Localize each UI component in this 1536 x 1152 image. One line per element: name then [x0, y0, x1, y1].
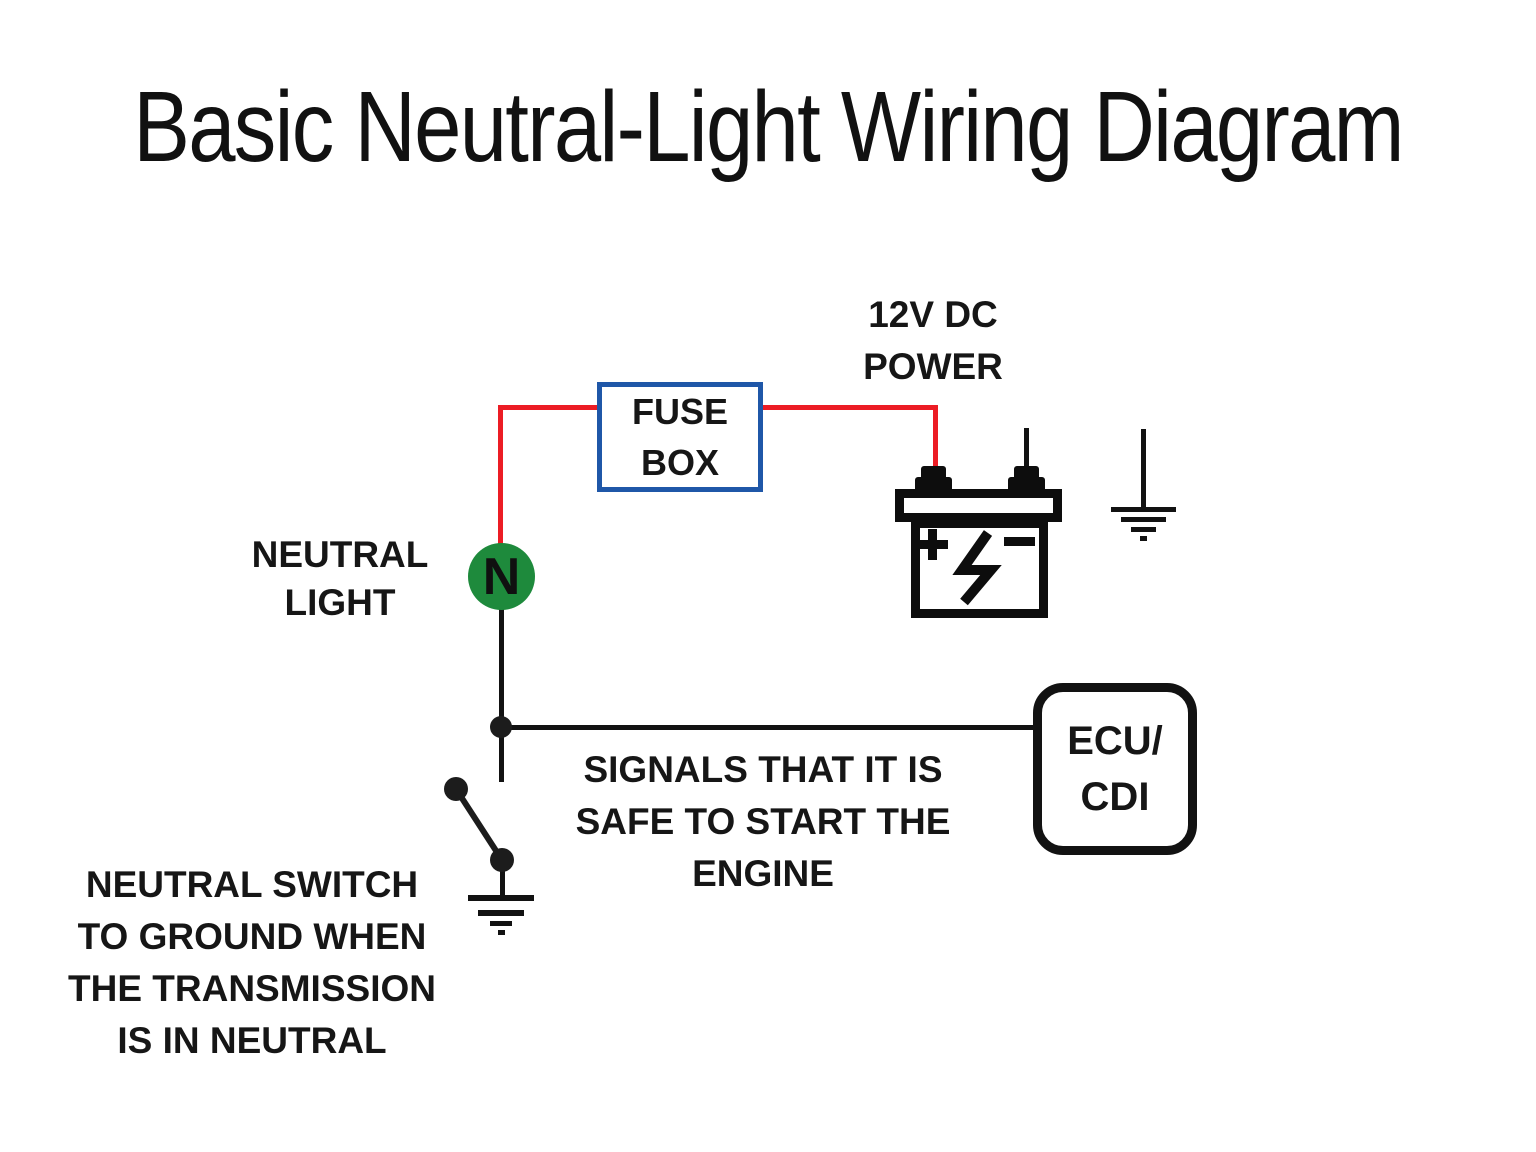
ground-bar: [1131, 527, 1156, 532]
neutral-switch-note-line3: THE TRANSMISSION: [68, 968, 436, 1009]
fuse-box-label-line2: BOX: [640, 442, 719, 483]
ground-bar: [490, 921, 512, 926]
neutral-switch-note-line1: NEUTRAL SWITCH: [85, 864, 419, 905]
neutral-light-symbol: N: [482, 547, 521, 606]
battery-negative-terminal-base: [1008, 477, 1045, 492]
battery-positive-terminal-icon: [921, 466, 946, 480]
neutral-switch-note: NEUTRAL SWITCH TO GROUND WHEN THE TRANSM…: [52, 859, 452, 1067]
neutral-switch-note-line4: IS IN NEUTRAL: [117, 1020, 387, 1061]
signals-note-line1: SIGNALS THAT IT IS: [583, 749, 943, 790]
hot-wire-segment-light-vertical: [498, 405, 503, 547]
neutral-switch-blade: [453, 787, 505, 862]
ecu-box-label-line1: ECU/: [1067, 719, 1163, 763]
neutral-switch-note-line2: TO GROUND WHEN: [77, 916, 427, 957]
battery-plus-symbol-vertical: [928, 529, 937, 560]
neutral-light-label: NEUTRAL LIGHT: [240, 531, 440, 627]
neutral-light-label-line1: NEUTRAL: [251, 534, 429, 575]
battery-positive-terminal-base: [915, 477, 952, 492]
power-source-label: 12V DC POWER: [783, 289, 1083, 393]
hot-wire-segment-fuse-left-horizontal: [498, 405, 602, 410]
neutral-switch-contact-top: [444, 777, 468, 801]
fuse-box-label-line1: FUSE: [631, 391, 728, 432]
battery-ground-lead-wire: [1141, 429, 1146, 511]
ground-bar: [1121, 517, 1166, 522]
battery-lid: [895, 489, 1062, 522]
switch-ground-lead-wire: [500, 858, 505, 898]
ecu-cdi-box: ECU/ CDI: [1033, 683, 1197, 855]
battery-negative-stub-wire: [1024, 428, 1029, 470]
signals-note: SIGNALS THAT IT IS SAFE TO START THE ENG…: [563, 744, 963, 900]
battery-minus-symbol: [1004, 537, 1035, 546]
ground-bar: [498, 930, 505, 935]
battery-negative-terminal-icon: [1014, 466, 1039, 480]
diagram-title: Basic Neutral-Light Wiring Diagram: [133, 71, 1404, 183]
ground-bar: [1140, 536, 1147, 541]
fuse-box: FUSE BOX: [597, 382, 763, 492]
neutral-light-indicator-icon: N: [468, 543, 535, 610]
ground-bar: [478, 910, 524, 916]
ground-bar: [1111, 507, 1176, 512]
power-label-line1: 12V DC: [868, 294, 998, 335]
power-label-line2: POWER: [863, 346, 1003, 387]
ecu-box-label-line2: CDI: [1080, 775, 1150, 819]
signals-note-line3: ENGINE: [692, 853, 834, 894]
signal-wire-light-to-switch-vertical: [499, 608, 504, 782]
signals-note-line2: SAFE TO START THE: [575, 801, 951, 842]
signal-wire-junction-to-ecu-horizontal: [499, 725, 1037, 730]
neutral-light-label-line2: LIGHT: [284, 582, 396, 623]
ground-bar: [468, 895, 534, 901]
hot-wire-segment-battery-vertical: [933, 405, 938, 470]
hot-wire-segment-fuse-right-horizontal: [758, 405, 938, 410]
